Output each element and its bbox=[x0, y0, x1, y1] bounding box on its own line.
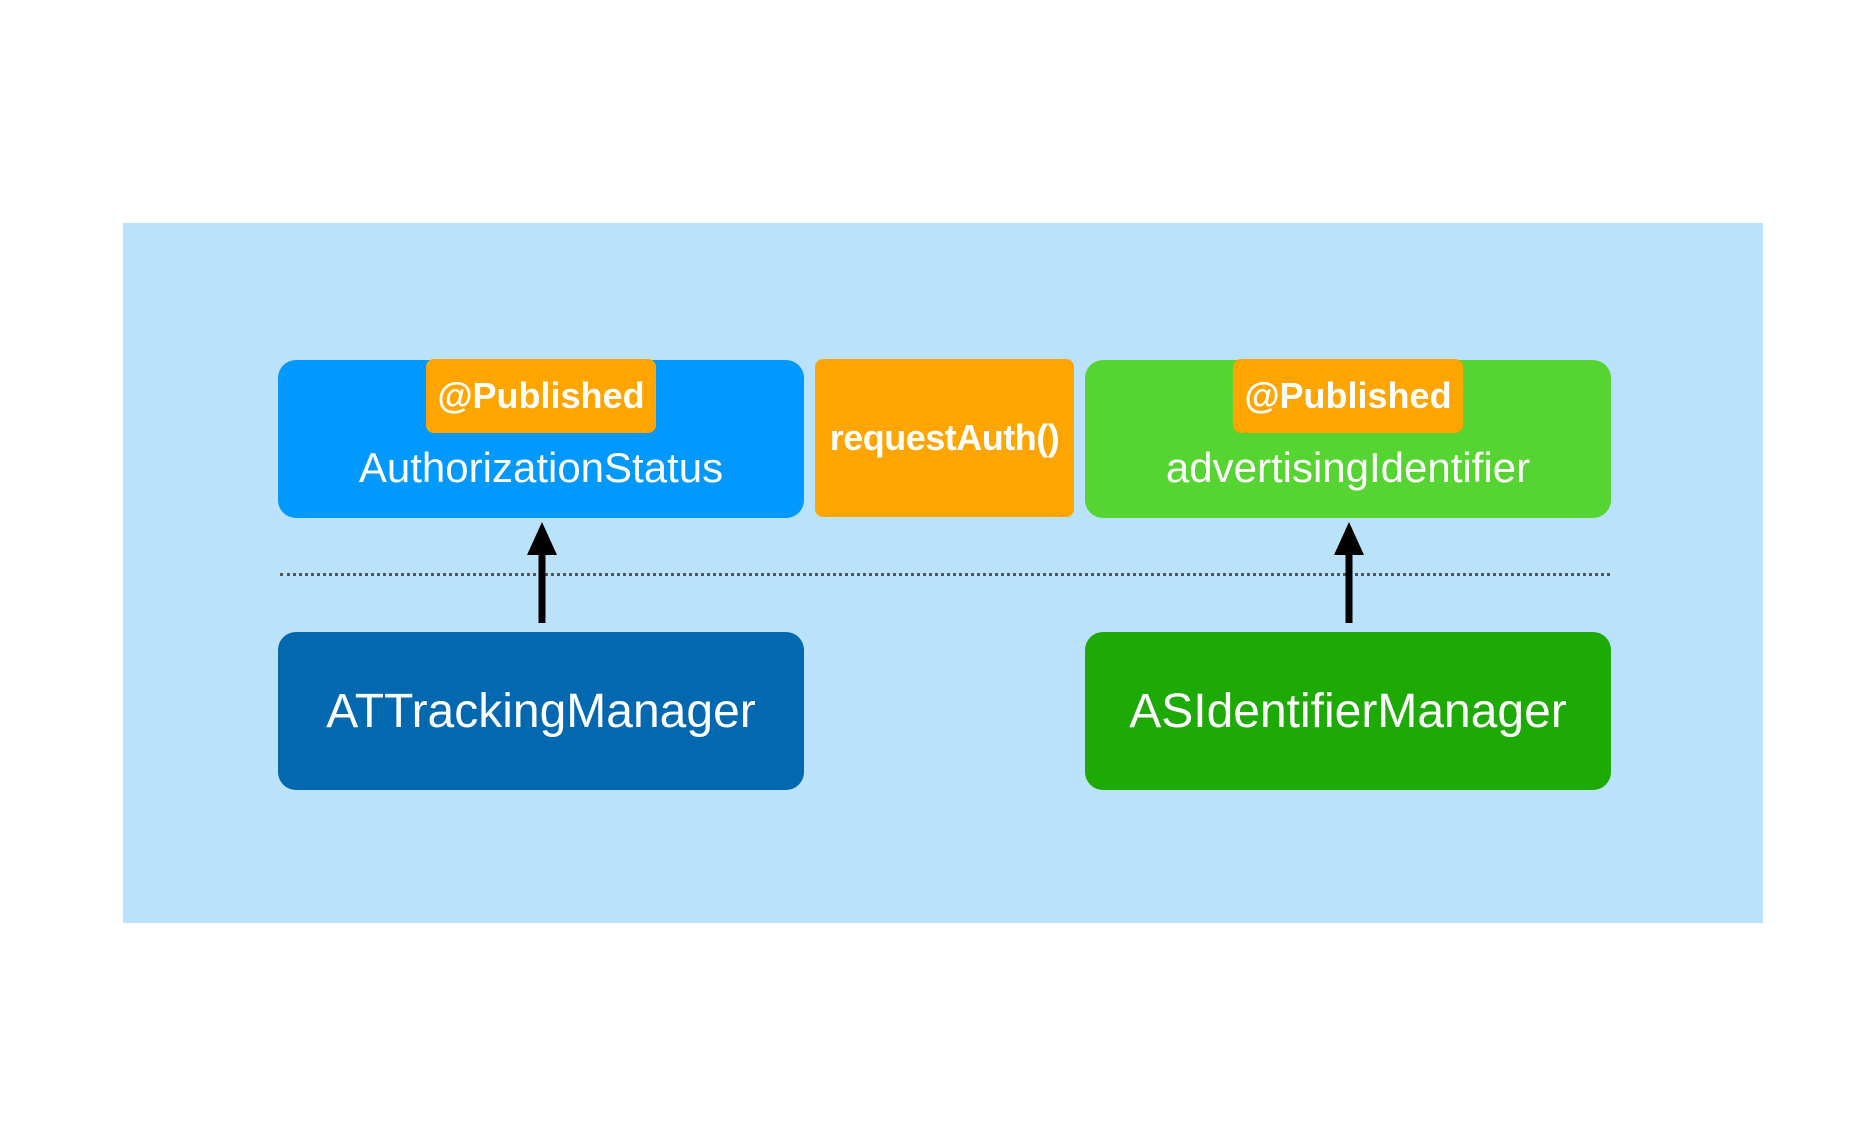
request-auth-box: requestAuth() bbox=[815, 359, 1074, 517]
as-identifier-manager-box: ASIdentifierManager bbox=[1085, 632, 1611, 790]
layer-divider bbox=[280, 573, 1610, 576]
published-badge-label: @Published bbox=[1244, 375, 1452, 416]
at-tracking-manager-label: ATTrackingManager bbox=[326, 684, 756, 738]
arrow-up-icon bbox=[527, 522, 557, 623]
published-badge-authorization: @Published bbox=[426, 359, 656, 433]
advertising-identifier-label: advertisingIdentifier bbox=[1165, 444, 1531, 491]
arrow-up-icon bbox=[1334, 522, 1364, 623]
authorization-status-label: AuthorizationStatus bbox=[358, 444, 724, 491]
at-tracking-manager-box: ATTrackingManager bbox=[278, 632, 804, 790]
published-badge-advertising: @Published bbox=[1233, 359, 1463, 433]
as-identifier-manager-label: ASIdentifierManager bbox=[1129, 684, 1567, 738]
published-badge-label: @Published bbox=[437, 375, 645, 416]
request-auth-label: requestAuth() bbox=[829, 417, 1060, 458]
